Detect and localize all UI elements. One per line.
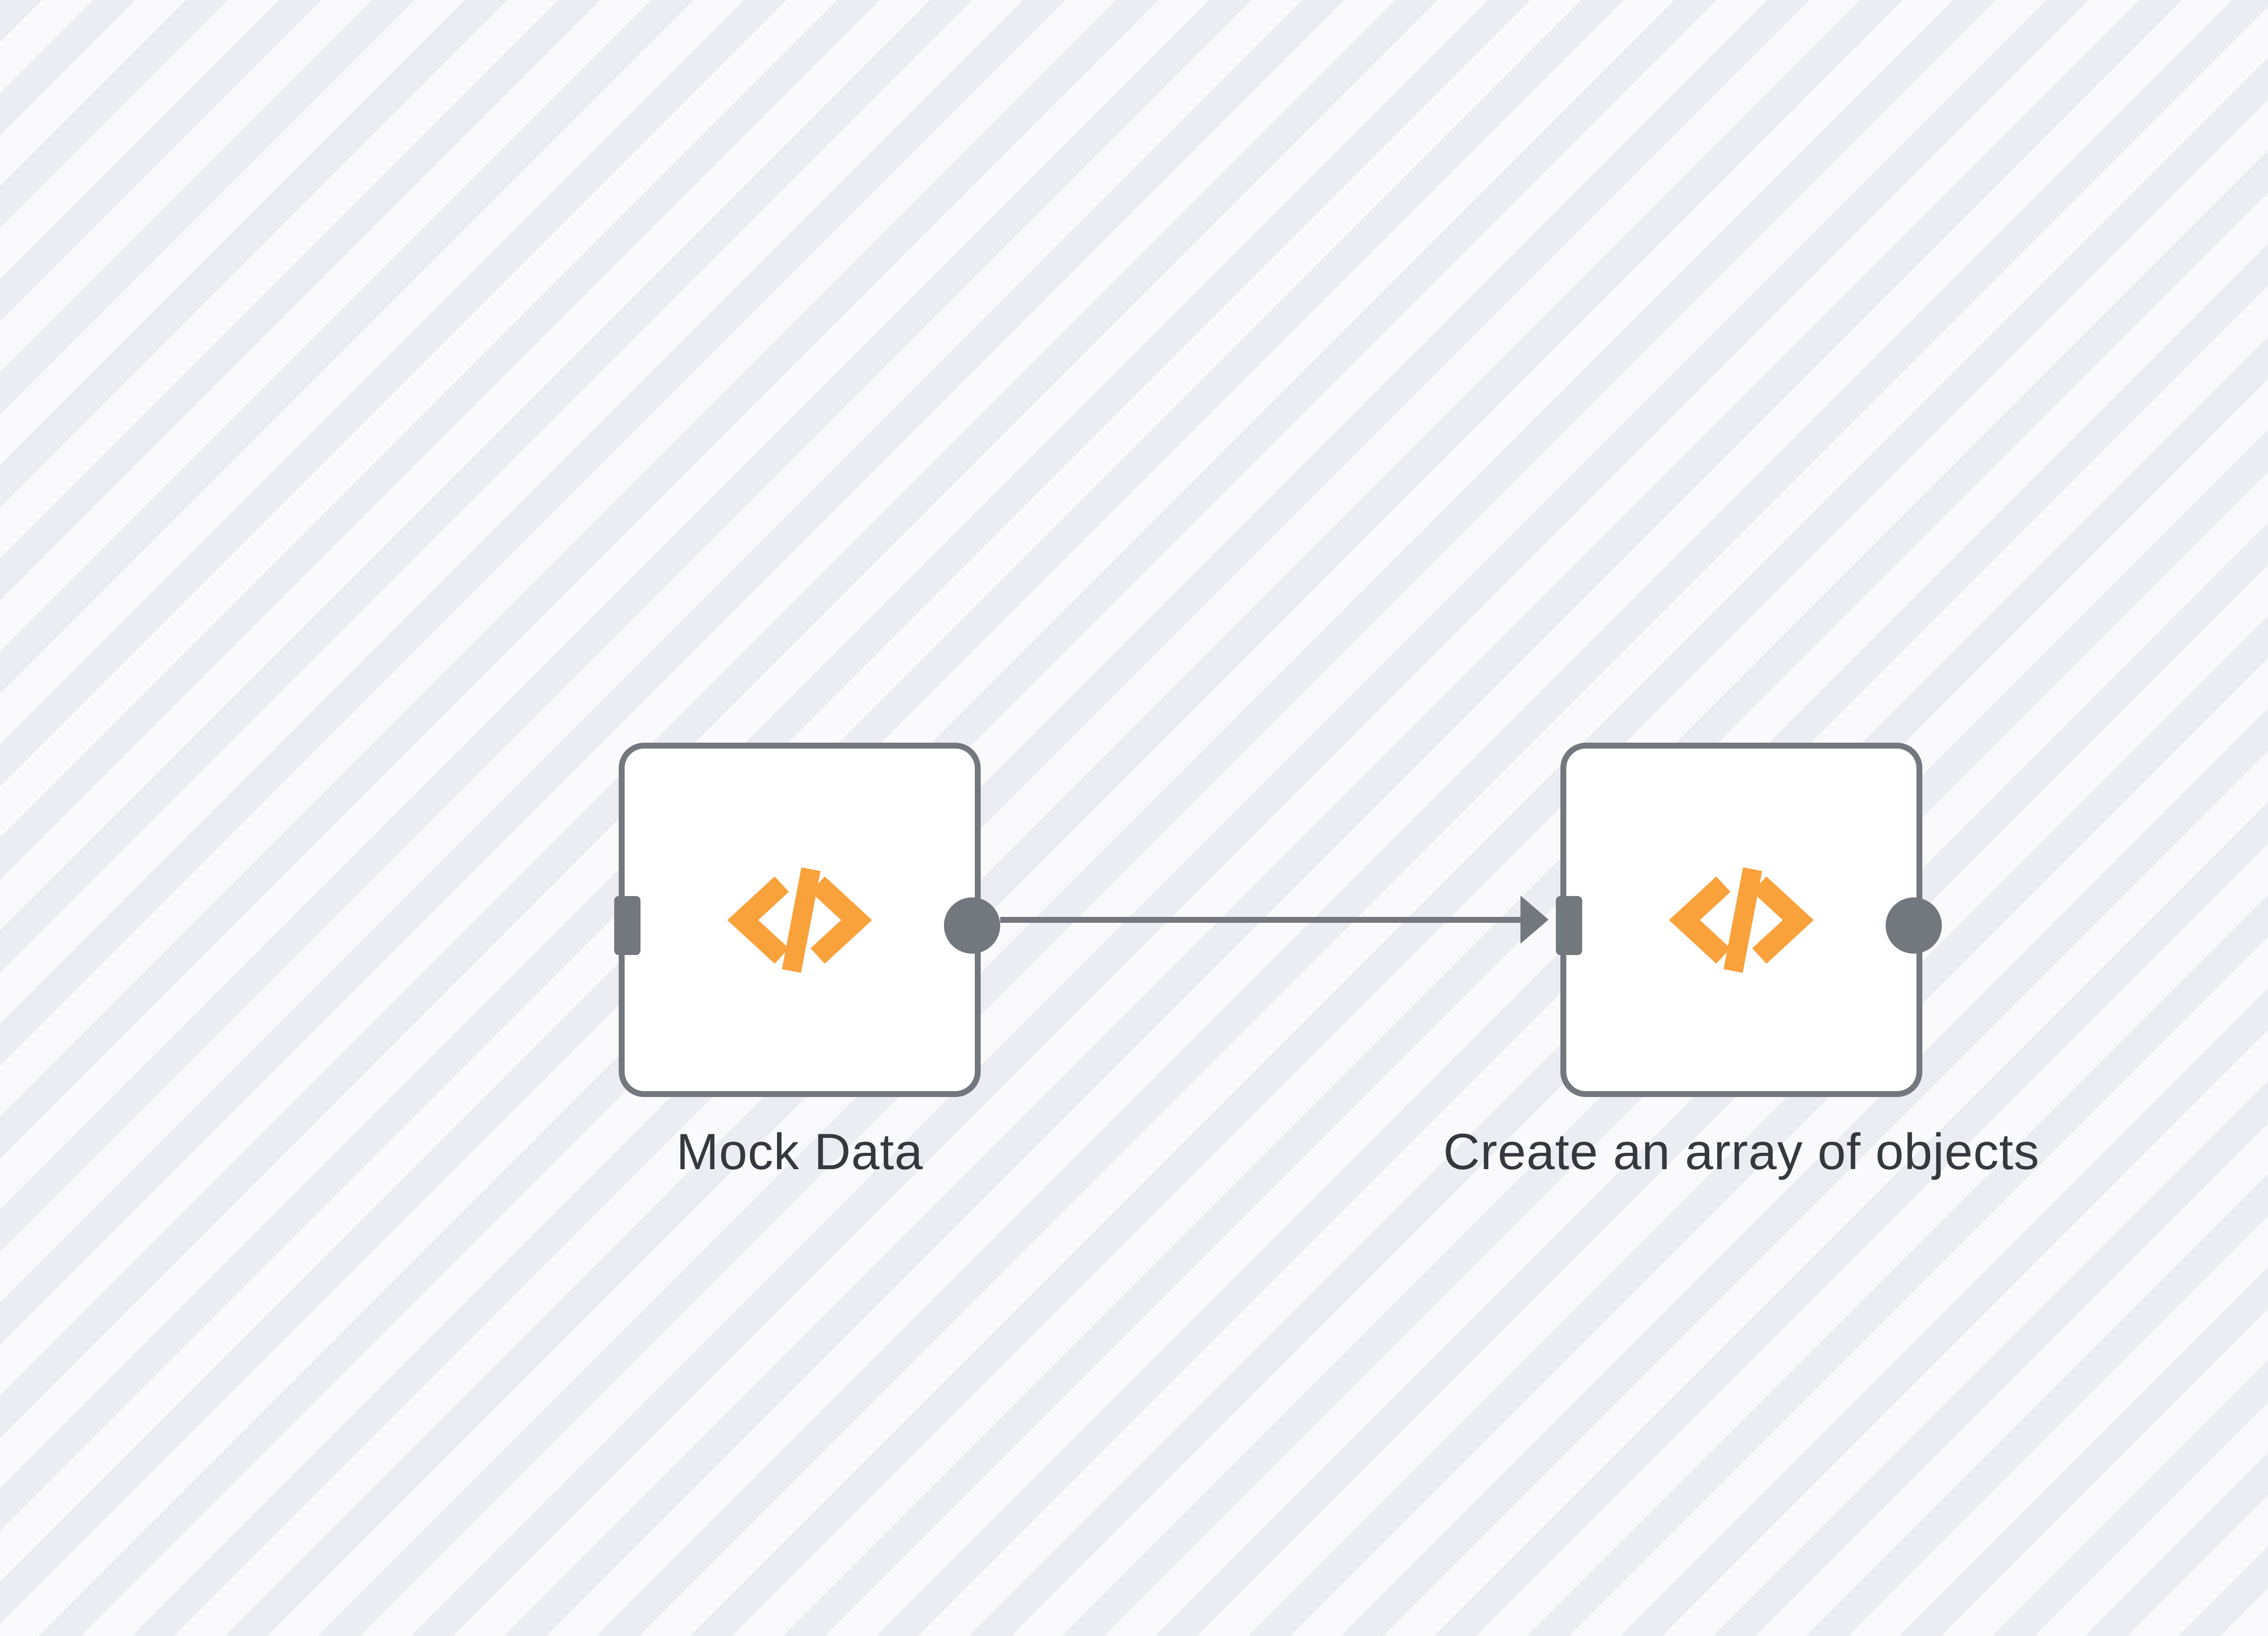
output-port[interactable] [1886, 897, 1942, 954]
node-mock-data[interactable] [614, 743, 1000, 1097]
code-icon [1669, 867, 1814, 973]
node-create-array-of-objects[interactable] [1556, 743, 1942, 1097]
connection-arrow-icon [1520, 896, 1549, 944]
connection-line[interactable] [1000, 917, 1522, 923]
node-label: Mock Data [676, 1123, 924, 1180]
code-icon [727, 867, 872, 973]
output-port[interactable] [944, 897, 1000, 954]
input-port[interactable] [614, 896, 640, 955]
node-label: Create an array of objects [1443, 1123, 2040, 1180]
input-port[interactable] [1556, 896, 1582, 955]
